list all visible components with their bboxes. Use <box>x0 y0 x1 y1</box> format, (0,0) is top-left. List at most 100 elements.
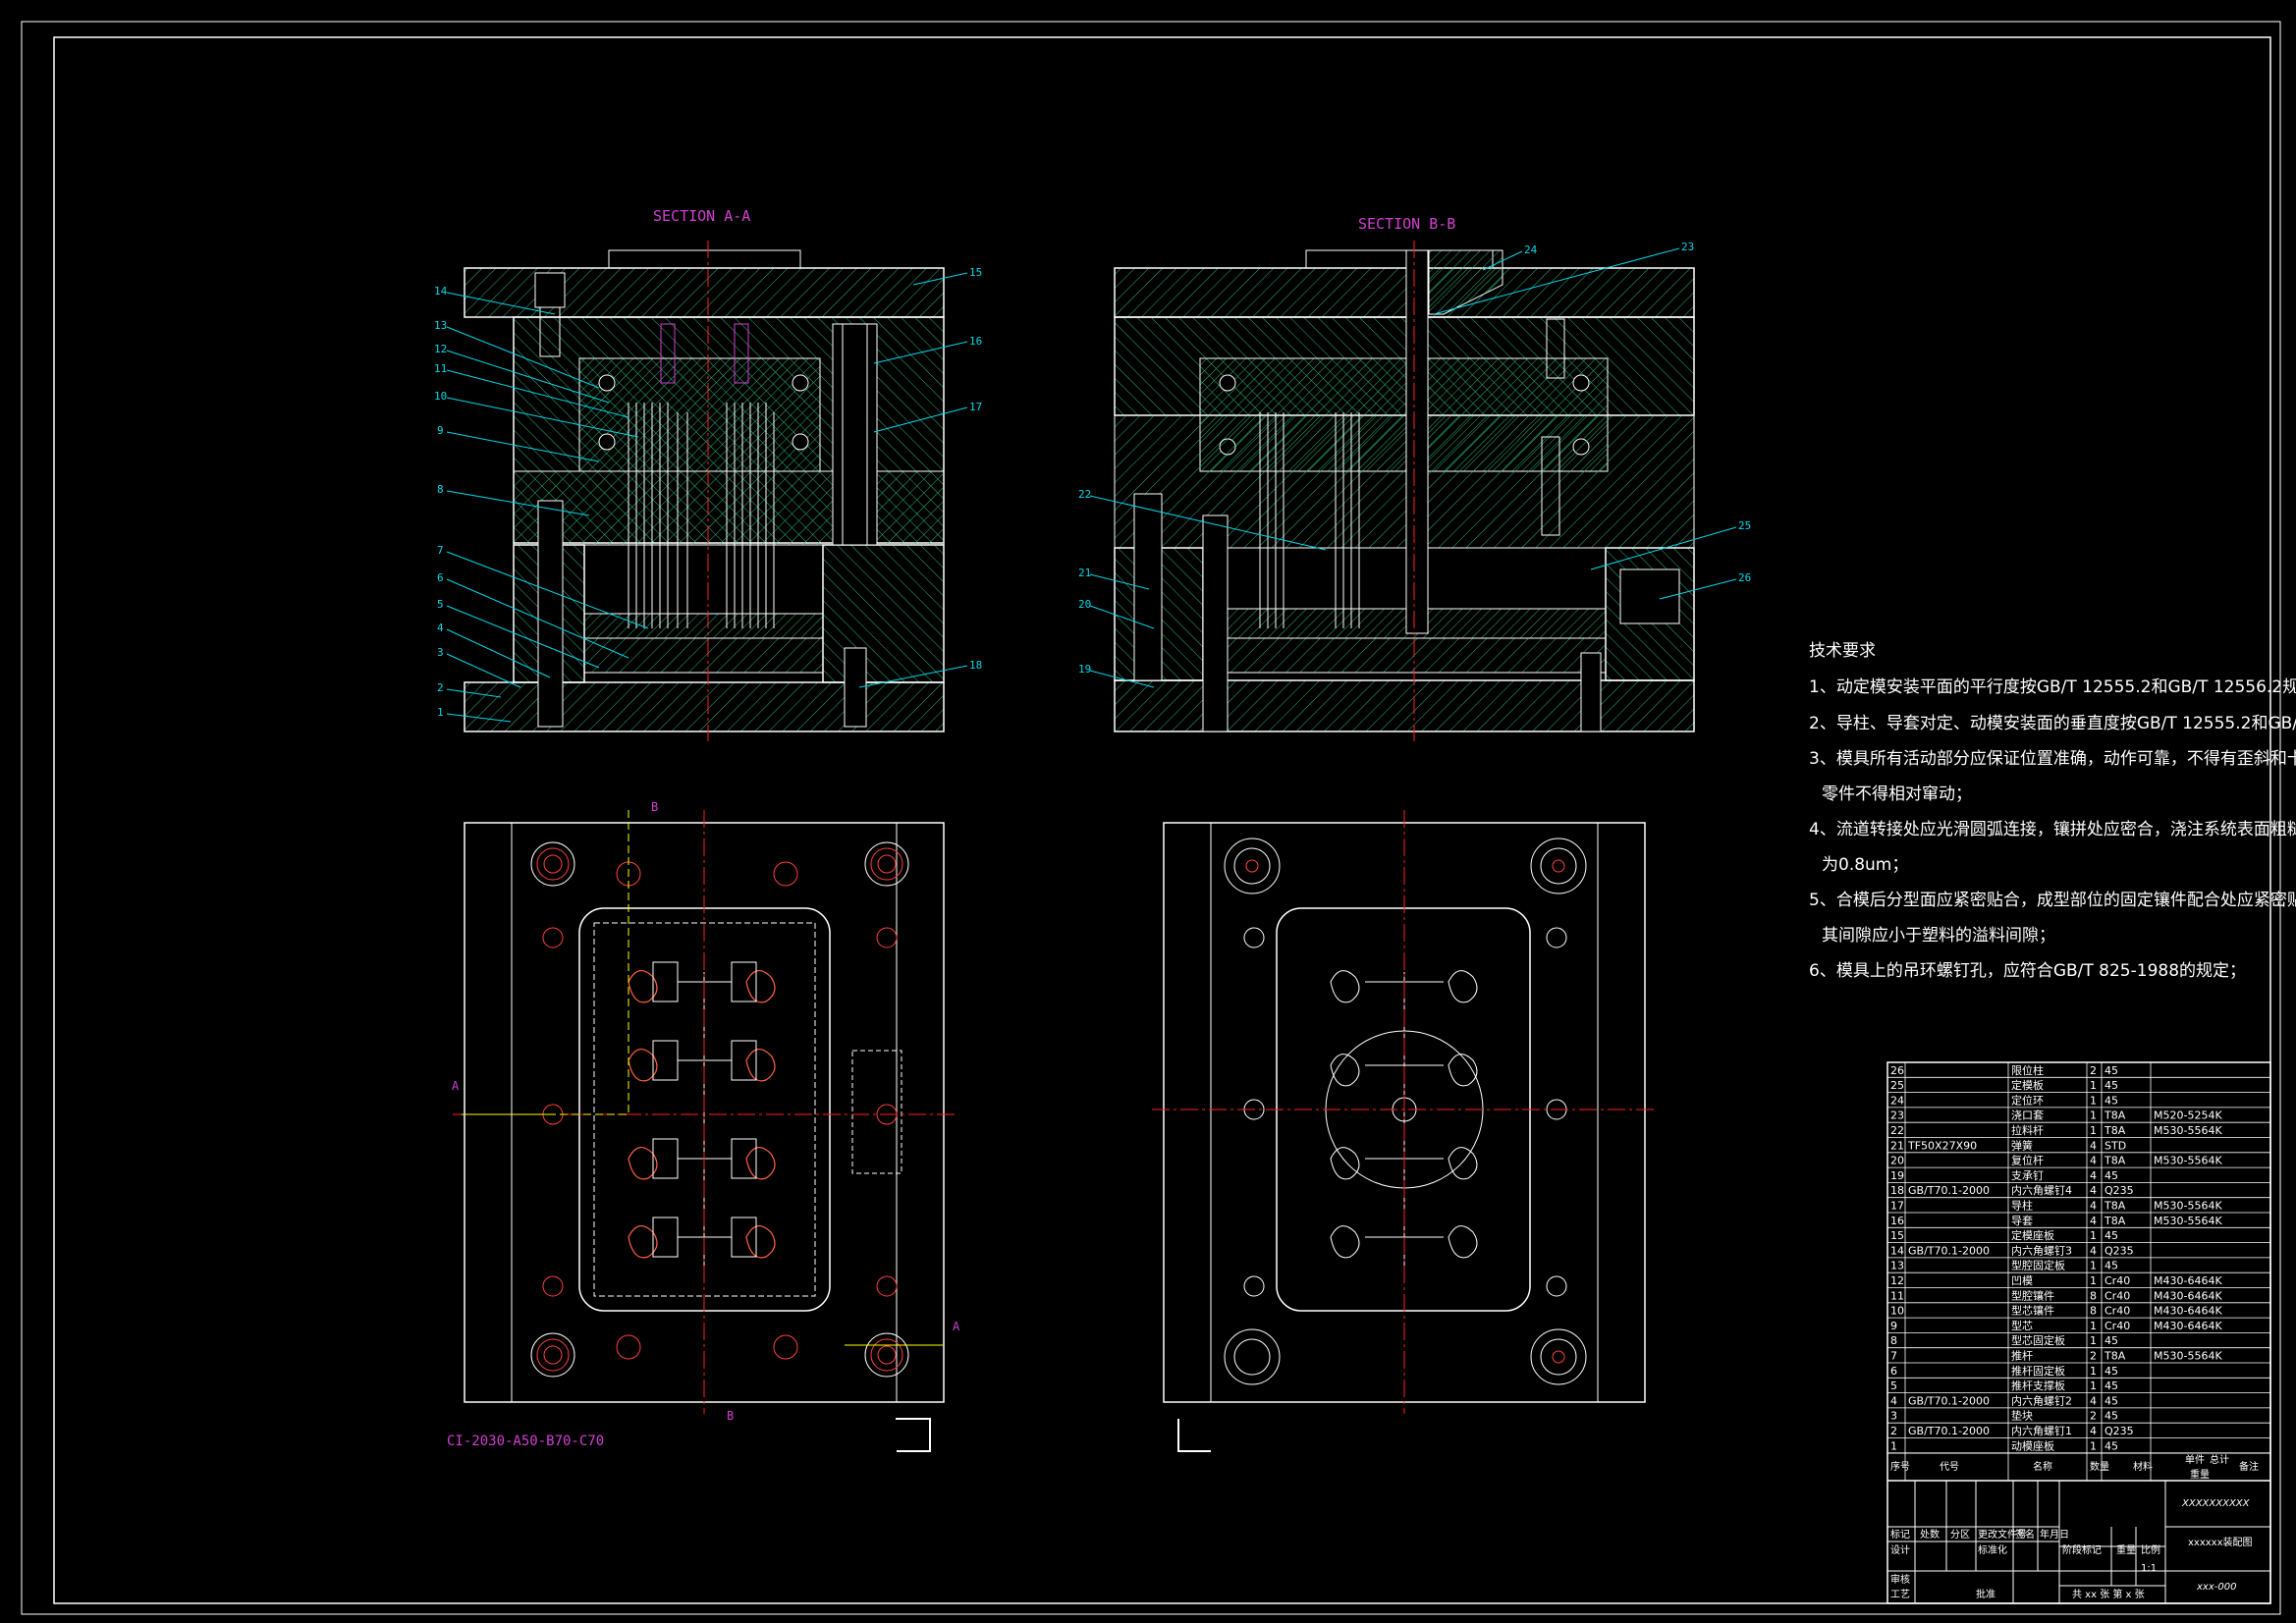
bom-cell-code: GB/T70.1-2000 <box>1908 1425 1990 1437</box>
bom-cell-qty: 8 <box>2090 1305 2097 1318</box>
bom-cell-name: 型腔镶件 <box>2011 1288 2054 1302</box>
bom-cell-qty: 2 <box>2090 1410 2097 1423</box>
svg-text:签名: 签名 <box>2015 1528 2035 1541</box>
bom-cell-mat: Cr40 <box>2105 1289 2130 1302</box>
bom-cell-no: 16 <box>1890 1215 1904 1227</box>
bom-cell-qty: 2 <box>2090 1350 2097 1363</box>
svg-text:序号: 序号 <box>1890 1460 1910 1473</box>
bom-cell-name: 型芯镶件 <box>2011 1304 2054 1318</box>
svg-text:批准: 批准 <box>1976 1588 1995 1600</box>
bom-cell-no: 22 <box>1890 1124 1904 1137</box>
svg-text:为0.8um；: 为0.8um； <box>1822 855 1908 875</box>
bom-cell-qty: 1 <box>2090 1380 2097 1392</box>
bom-cell-note: M430-6464K <box>2154 1289 2222 1302</box>
bom-cell-note: M530-5564K <box>2154 1350 2222 1363</box>
svg-text:16: 16 <box>969 335 982 348</box>
svg-text:B: B <box>651 800 658 814</box>
bom-cell-qty: 2 <box>2090 1064 2097 1077</box>
svg-text:3: 3 <box>437 646 444 659</box>
bom-cell-no: 13 <box>1890 1260 1904 1272</box>
bom-cell-qty: 8 <box>2090 1289 2097 1302</box>
svg-text:其间隙应小于塑料的溢料间隙；: 其间隙应小于塑料的溢料间隙； <box>1822 926 2055 946</box>
bom-cell-name: 定位环 <box>2011 1093 2044 1107</box>
bom-cell-name: 支承钉 <box>2011 1169 2044 1182</box>
bom-cell-mat: 45 <box>2105 1439 2118 1452</box>
bom-cell-mat: T8A <box>2104 1350 2126 1363</box>
bom-cell-name: 导柱 <box>2011 1199 2033 1213</box>
bom-cell-mat: 45 <box>2105 1365 2118 1378</box>
svg-text:审核: 审核 <box>1890 1573 1910 1586</box>
svg-text:24: 24 <box>1524 243 1538 256</box>
bom-cell-name: 推杆 <box>2011 1349 2033 1363</box>
svg-text:7: 7 <box>437 544 444 557</box>
bom-cell-no: 8 <box>1890 1334 1897 1347</box>
svg-text:22: 22 <box>1078 488 1091 501</box>
bom-cell-name: 定模板 <box>2011 1078 2044 1092</box>
svg-text:A: A <box>953 1320 960 1333</box>
bom-cell-mat: T8A <box>2104 1200 2126 1213</box>
svg-text:名称: 名称 <box>2033 1460 2052 1473</box>
drawing-number: xxx-000 <box>2196 1582 2236 1593</box>
bom-cell-qty: 1 <box>2090 1079 2097 1092</box>
svg-text:重量: 重量 <box>2190 1468 2210 1481</box>
orientation-mark-left <box>896 1418 931 1452</box>
section-b-leader-numbers: 24 23 22 21 20 19 25 26 <box>1078 241 1751 676</box>
bom-cell-qty: 4 <box>2090 1200 2097 1213</box>
bom-cell-mat: 45 <box>2105 1229 2118 1242</box>
section-b-view: SECTION B-B <box>1114 215 1695 741</box>
svg-text:21: 21 <box>1078 567 1091 579</box>
bom-cell-code: TF50X27X90 <box>1907 1139 1977 1152</box>
bom-cell-name: 内六角螺钉2 <box>2011 1393 2072 1407</box>
svg-text:设计: 设计 <box>1890 1543 1910 1556</box>
svg-text:2: 2 <box>437 681 444 694</box>
plan-left-marks: B A A B <box>452 800 960 1423</box>
bom-cell-no: 7 <box>1890 1350 1897 1363</box>
bom-cell-no: 11 <box>1890 1289 1904 1302</box>
bom-cell-mat: Q235 <box>2105 1244 2134 1257</box>
bom-cell-code: GB/T70.1-2000 <box>1908 1184 1990 1197</box>
bom-cell-mat: 45 <box>2105 1169 2118 1182</box>
svg-text:11: 11 <box>434 362 447 375</box>
bom-cell-name: 动模座板 <box>2011 1438 2054 1452</box>
bom-cell-no: 12 <box>1890 1274 1904 1287</box>
bom-cell-no: 6 <box>1890 1365 1897 1378</box>
svg-text:总计: 总计 <box>2210 1453 2229 1466</box>
bom-cell-no: 14 <box>1890 1244 1904 1257</box>
bom-cell-qty: 1 <box>2090 1229 2097 1242</box>
bom-cell-qty: 1 <box>2090 1334 2097 1347</box>
bom-cell-qty: 4 <box>2090 1169 2097 1182</box>
svg-text:4、流道转接处应光滑圆弧连接，镶拼处应密合，浇注系统表面粗糙: 4、流道转接处应光滑圆弧连接，镶拼处应密合，浇注系统表面粗糙度参数Ra最大允许值 <box>1809 819 2296 839</box>
plan-view-right <box>1152 810 1658 1414</box>
svg-text:处数: 处数 <box>1920 1528 1940 1541</box>
bom-cell-qty: 4 <box>2090 1215 2097 1227</box>
bom-cell-note: M430-6464K <box>2154 1274 2222 1287</box>
bom-cell-name: 导套 <box>2011 1215 2033 1227</box>
bom-cell-name: 型腔固定板 <box>2011 1259 2065 1272</box>
bom-cell-mat: T8A <box>2104 1109 2126 1122</box>
company-name: XXXXXXXXXX <box>2181 1498 2251 1509</box>
bom-cell-no: 21 <box>1890 1139 1904 1152</box>
svg-text:5、合模后分型面应紧密贴合，成型部位的固定镶件配合处应紧密贴: 5、合模后分型面应紧密贴合，成型部位的固定镶件配合处应紧密贴合，如有局部间隙， <box>1809 890 2296 910</box>
svg-text:1、动定模安装平面的平行度按GB/T 12555.2和GB/: 1、动定模安装平面的平行度按GB/T 12555.2和GB/T 12556.2规… <box>1809 677 2296 697</box>
bom-cell-qty: 1 <box>2090 1274 2097 1287</box>
bom-cell-name: 限位柱 <box>2011 1063 2044 1077</box>
bom-cell-name: 内六角螺钉1 <box>2011 1424 2072 1437</box>
bom-cell-mat: Cr40 <box>2105 1274 2130 1287</box>
bom-cell-no: 23 <box>1890 1109 1904 1122</box>
bom-cell-qty: 1 <box>2090 1365 2097 1378</box>
sheet-count: 共 xx 张 第 x 张 <box>2072 1588 2145 1600</box>
bom-cell-qty: 4 <box>2090 1244 2097 1257</box>
bom-cell-name: 内六角螺钉3 <box>2011 1243 2072 1257</box>
svg-text:2、导柱、导套对定、动模安装面的垂直度按GB/T 12555: 2、导柱、导套对定、动模安装面的垂直度按GB/T 12555.2和GB/T 12… <box>1809 714 2296 733</box>
svg-text:13: 13 <box>434 319 447 332</box>
svg-text:20: 20 <box>1078 598 1091 611</box>
svg-text:零件不得相对窜动；: 零件不得相对窜动； <box>1822 784 1972 804</box>
svg-text:19: 19 <box>1078 663 1091 676</box>
svg-text:代号: 代号 <box>1940 1461 1959 1473</box>
bom-cell-qty: 1 <box>2090 1094 2097 1107</box>
bom-cell-qty: 4 <box>2090 1184 2097 1197</box>
svg-text:备注: 备注 <box>2239 1460 2259 1473</box>
svg-text:数量: 数量 <box>2090 1460 2109 1473</box>
bom-cell-name: 弹簧 <box>2011 1138 2033 1152</box>
